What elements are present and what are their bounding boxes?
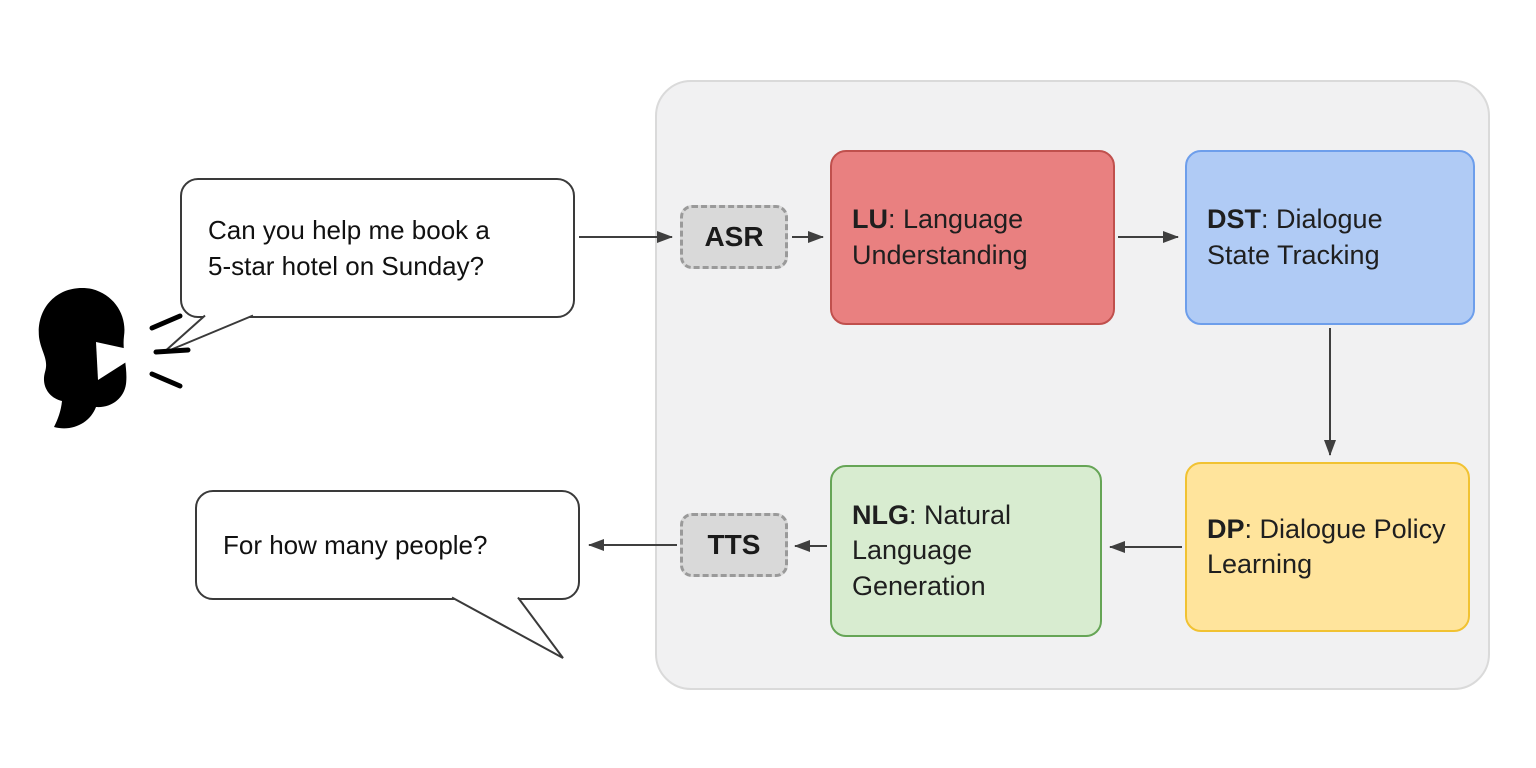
system-speech-bubble: For how many people?	[195, 490, 580, 600]
asr-label: ASR	[704, 221, 764, 252]
nlg-box: NLG: Natural Language Generation	[830, 465, 1102, 637]
asr-box: ASR	[680, 205, 788, 269]
user-speech-bubble: Can you help me book a 5-star hotel on S…	[180, 178, 575, 318]
nlg-label: NLG: Natural Language Generation	[852, 500, 1012, 601]
lu-label: LU: Language Understanding	[852, 204, 1028, 270]
tts-label: TTS	[707, 529, 761, 560]
user-bubble-tail	[162, 314, 254, 354]
dst-label: DST: Dialogue State Tracking	[1207, 204, 1383, 270]
system-utterance-text: For how many people?	[223, 529, 488, 560]
dp-box: DP: Dialogue Policy Learning	[1185, 462, 1470, 632]
dp-label: DP: Dialogue Policy Learning	[1207, 513, 1446, 579]
lu-box: LU: Language Understanding	[830, 150, 1115, 325]
dst-box: DST: Dialogue State Tracking	[1185, 150, 1475, 325]
speaker-icon	[38, 288, 191, 429]
user-utterance-text: Can you help me book a 5-star hotel on S…	[208, 214, 490, 281]
system-bubble-tail	[451, 596, 564, 659]
tts-box: TTS	[680, 513, 788, 577]
